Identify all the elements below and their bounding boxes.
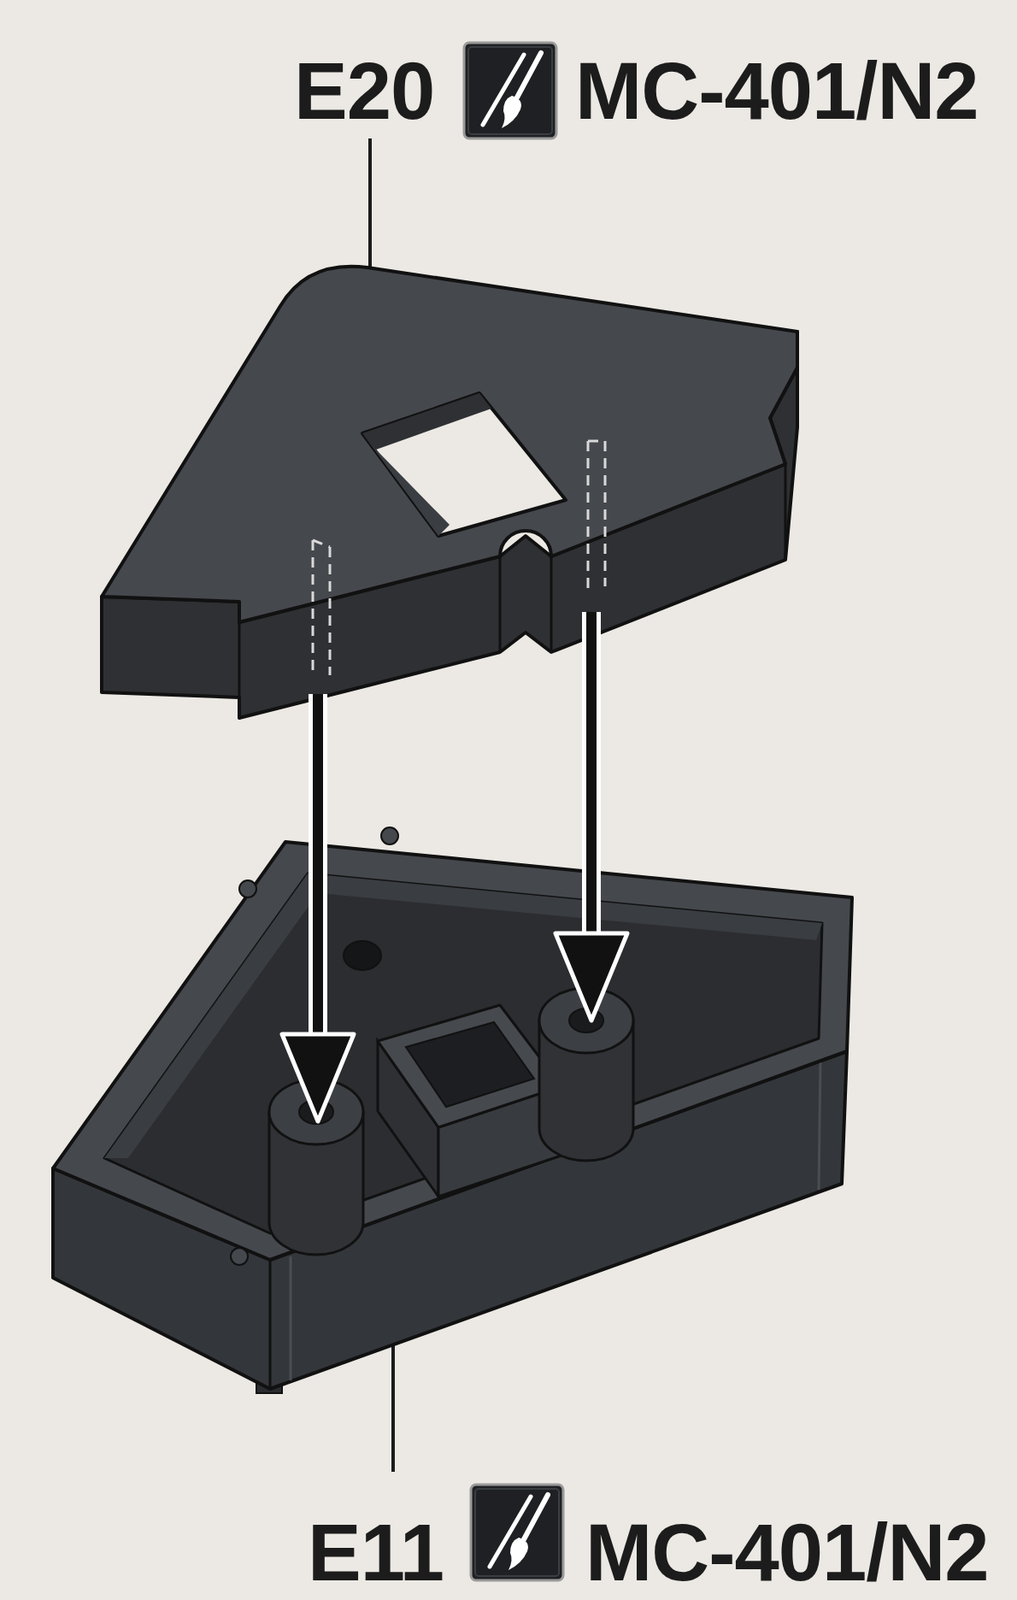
housing-part: [52, 827, 853, 1394]
paint-icon: [470, 1484, 564, 1581]
paint-icon: [464, 42, 557, 139]
part-number: E11: [307, 1512, 444, 1594]
assembly-arrow: [282, 611, 628, 1122]
plate-part: [101, 266, 798, 718]
paint-code: MC-401/N2: [585, 1512, 989, 1594]
part-number: E20: [293, 51, 435, 132]
paint-code: MC-401/N2: [575, 51, 979, 132]
